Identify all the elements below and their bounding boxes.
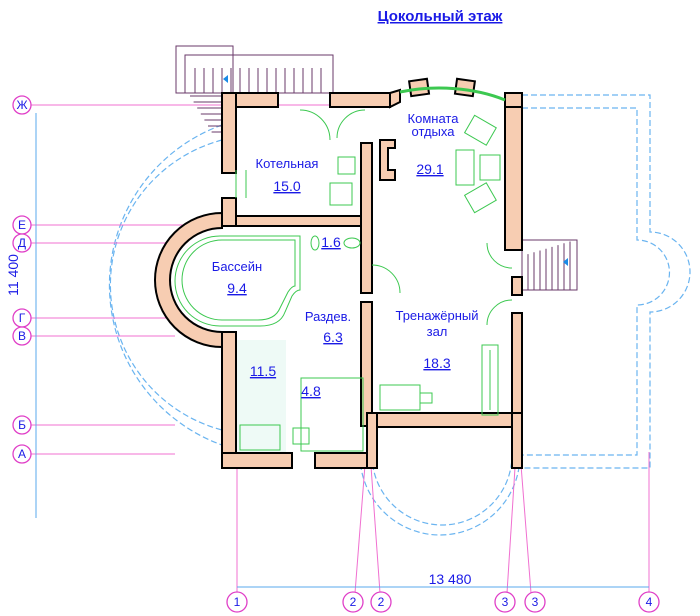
room-wc: 1.6 (321, 234, 341, 250)
room-name: зал (427, 324, 448, 339)
axis-marker-column: 3 (494, 591, 516, 613)
svg-text:Д: Д (18, 236, 26, 250)
stairs-top-left[interactable] (175, 45, 334, 133)
room-changing: Раздев. 6.3 (305, 309, 351, 345)
svg-text:2: 2 (378, 595, 385, 609)
room-area: 15.0 (273, 178, 300, 194)
width-dimension: 13 480 (429, 571, 472, 587)
axis-marker-column: 1 (226, 591, 248, 613)
svg-text:1: 1 (234, 595, 241, 609)
svg-text:2: 2 (350, 595, 357, 609)
walls (154, 77, 523, 469)
room-lounge: Комната отдыха 29.1 (408, 111, 460, 177)
room-area: 29.1 (416, 161, 443, 177)
fixtures (174, 109, 513, 452)
room-area: 6.3 (323, 329, 343, 345)
axis-marker-column: 4 (638, 591, 660, 613)
curved-window (399, 86, 506, 102)
plan-title: Цокольный этаж (378, 8, 503, 25)
axis-marker-row: А (12, 444, 32, 464)
svg-text:Б: Б (18, 418, 26, 432)
axis-marker-column: 3 (524, 591, 546, 613)
svg-text:Ж: Ж (16, 98, 27, 112)
room-area: 1.6 (321, 234, 341, 250)
axis-marker-row: В (12, 326, 32, 346)
room-boiler: Котельная 15.0 (256, 156, 319, 194)
stairs-right[interactable] (521, 239, 578, 291)
axis-marker-row: Б (12, 415, 32, 435)
svg-text:3: 3 (502, 595, 509, 609)
room-name: Котельная (256, 156, 319, 171)
room-name: Раздев. (305, 309, 351, 324)
axis-marker-row: Ж (12, 95, 32, 115)
room-shower: 11.5 (250, 363, 276, 379)
svg-text:4: 4 (646, 595, 653, 609)
room-area: 9.4 (227, 280, 247, 296)
svg-text:В: В (18, 329, 26, 343)
terrace-outlines (108, 94, 691, 536)
room-name: Комната (408, 111, 460, 126)
axis-marker-column: 2 (342, 591, 364, 613)
axis-marker-row: Е (12, 215, 32, 235)
room-area: 4.8 (301, 383, 321, 399)
axis-marker-column: 2 (370, 591, 392, 613)
column-markers: 1 2 2 3 3 4 (226, 591, 660, 613)
svg-text:Г: Г (19, 311, 26, 325)
svg-text:Е: Е (18, 218, 26, 232)
height-dimension: 11 400 (5, 254, 21, 296)
room-name: отдыха (412, 124, 456, 139)
axis-grid (31, 104, 650, 594)
room-area: 18.3 (423, 355, 450, 371)
svg-text:А: А (18, 447, 26, 461)
axis-marker-row: Г (12, 308, 32, 328)
room-pool: Бассейн 9.4 (212, 259, 262, 296)
room-gym: Тренажёрный зал 18.3 (395, 308, 478, 371)
svg-text:3: 3 (532, 595, 539, 609)
shower-floor (236, 340, 286, 453)
room-name: Бассейн (212, 259, 262, 274)
room-name: Тренажёрный (395, 308, 478, 323)
room-sauna: 4.8 (301, 383, 321, 399)
room-area: 11.5 (250, 363, 276, 379)
axis-marker-row: Д (12, 233, 32, 253)
row-markers: Ж Е Д Г В Б А (12, 95, 32, 464)
